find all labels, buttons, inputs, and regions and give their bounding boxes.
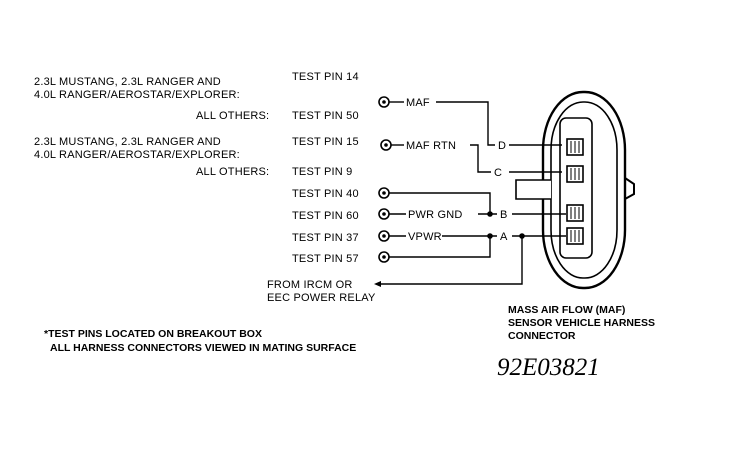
group2-label-line1: 2.3L MUSTANG, 2.3L RANGER AND <box>34 136 221 148</box>
note-line1: *TEST PINS LOCATED ON BREAKOUT BOX <box>44 328 262 340</box>
group2-pin-a: TEST PIN 15 <box>292 136 359 148</box>
wire-label-vpwr: VPWR <box>408 231 442 243</box>
terminal-d: D <box>498 140 506 152</box>
wire-label-maf-rtn: MAF RTN <box>406 140 456 152</box>
group1-pin-b: TEST PIN 50 <box>292 110 359 122</box>
figure-reference: 92E03821 <box>497 354 600 381</box>
terminal-a: A <box>500 231 508 243</box>
group2-pin-b: TEST PIN 9 <box>292 166 352 178</box>
connector-title-line2: SENSOR VEHICLE HARNESS <box>508 317 655 329</box>
terminal-b: B <box>500 209 508 221</box>
terminal-c: C <box>494 167 502 179</box>
wire-label-maf: MAF <box>406 97 430 109</box>
group1-label-line1: 2.3L MUSTANG, 2.3L RANGER AND <box>34 76 221 88</box>
test-pin-37-label: TEST PIN 37 <box>292 232 359 244</box>
group2-others-label: ALL OTHERS: <box>196 166 269 178</box>
wire-label-pwr-gnd: PWR GND <box>408 209 463 221</box>
group2-label-line2: 4.0L RANGER/AEROSTAR/EXPLORER: <box>34 149 240 161</box>
from-ircm-label-line2: EEC POWER RELAY <box>267 292 376 304</box>
note-line2: ALL HARNESS CONNECTORS VIEWED IN MATING … <box>50 342 356 354</box>
connector-title-line1: MASS AIR FLOW (MAF) <box>508 304 625 316</box>
test-pin-40-label: TEST PIN 40 <box>292 188 359 200</box>
group1-pin-a: TEST PIN 14 <box>292 71 359 83</box>
group1-label-line2: 4.0L RANGER/AEROSTAR/EXPLORER: <box>34 89 240 101</box>
test-pin-60-label: TEST PIN 60 <box>292 210 359 222</box>
test-pin-57-label: TEST PIN 57 <box>292 253 359 265</box>
group1-others-label: ALL OTHERS: <box>196 110 269 122</box>
from-ircm-label-line1: FROM IRCM OR <box>267 279 353 291</box>
connector-title-line3: CONNECTOR <box>508 330 576 342</box>
maf-connector <box>515 90 635 290</box>
